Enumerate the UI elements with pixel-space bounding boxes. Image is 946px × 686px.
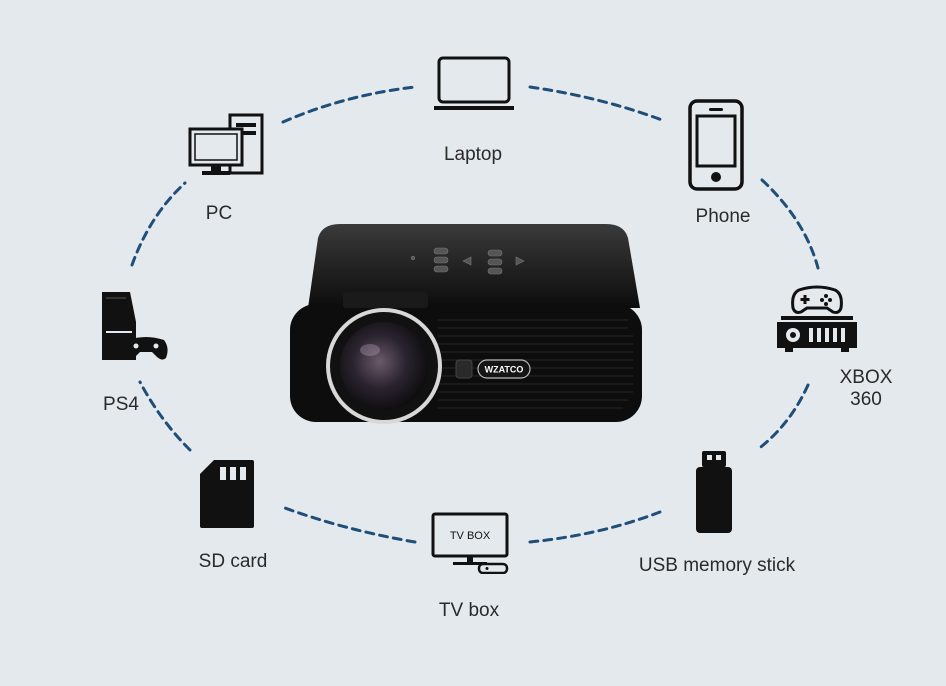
phone-icon xyxy=(688,99,744,191)
usb-stick-icon xyxy=(696,451,732,533)
ring-segment-tvbox-sdcard xyxy=(283,506,417,544)
xbox-label: XBOX 360 xyxy=(839,367,893,410)
ring-segment-laptop-phone xyxy=(528,85,664,122)
projector: WZATCO xyxy=(290,224,642,424)
projector-control-buttons xyxy=(410,247,525,275)
ring-segment-pc-laptop xyxy=(281,85,417,124)
laptop-label: Laptop xyxy=(443,144,503,165)
sd-card-icon xyxy=(200,460,254,528)
ps4-label: PS4 xyxy=(103,394,139,415)
ring-segment-phone-xbox xyxy=(760,178,820,270)
ring-segment-usb-tvbox xyxy=(528,510,662,544)
tv-box-icon: TV BOX xyxy=(431,512,509,574)
projector-brand: WZATCO xyxy=(485,365,524,375)
projector-lens xyxy=(340,322,428,410)
sd-card-label: SD card xyxy=(198,551,268,572)
ring-segment-sdcard-ps4 xyxy=(138,380,192,452)
phone-label: Phone xyxy=(695,206,751,227)
ring-segment-xbox-usb xyxy=(755,383,810,452)
pc-label: PC xyxy=(205,203,233,224)
xbox-icon xyxy=(777,285,857,352)
projector-brand-badge xyxy=(477,359,531,379)
pc-icon xyxy=(188,113,264,175)
ring-segment-ps4-pc xyxy=(130,181,187,267)
projector-top-shell xyxy=(308,224,640,308)
ps4-icon xyxy=(102,292,168,360)
usb-label: USB memory stick xyxy=(638,555,796,576)
tv-box-icon-text: TV BOX xyxy=(450,530,491,542)
tv-box-label: TV box xyxy=(438,600,500,621)
laptop-icon xyxy=(434,56,514,110)
